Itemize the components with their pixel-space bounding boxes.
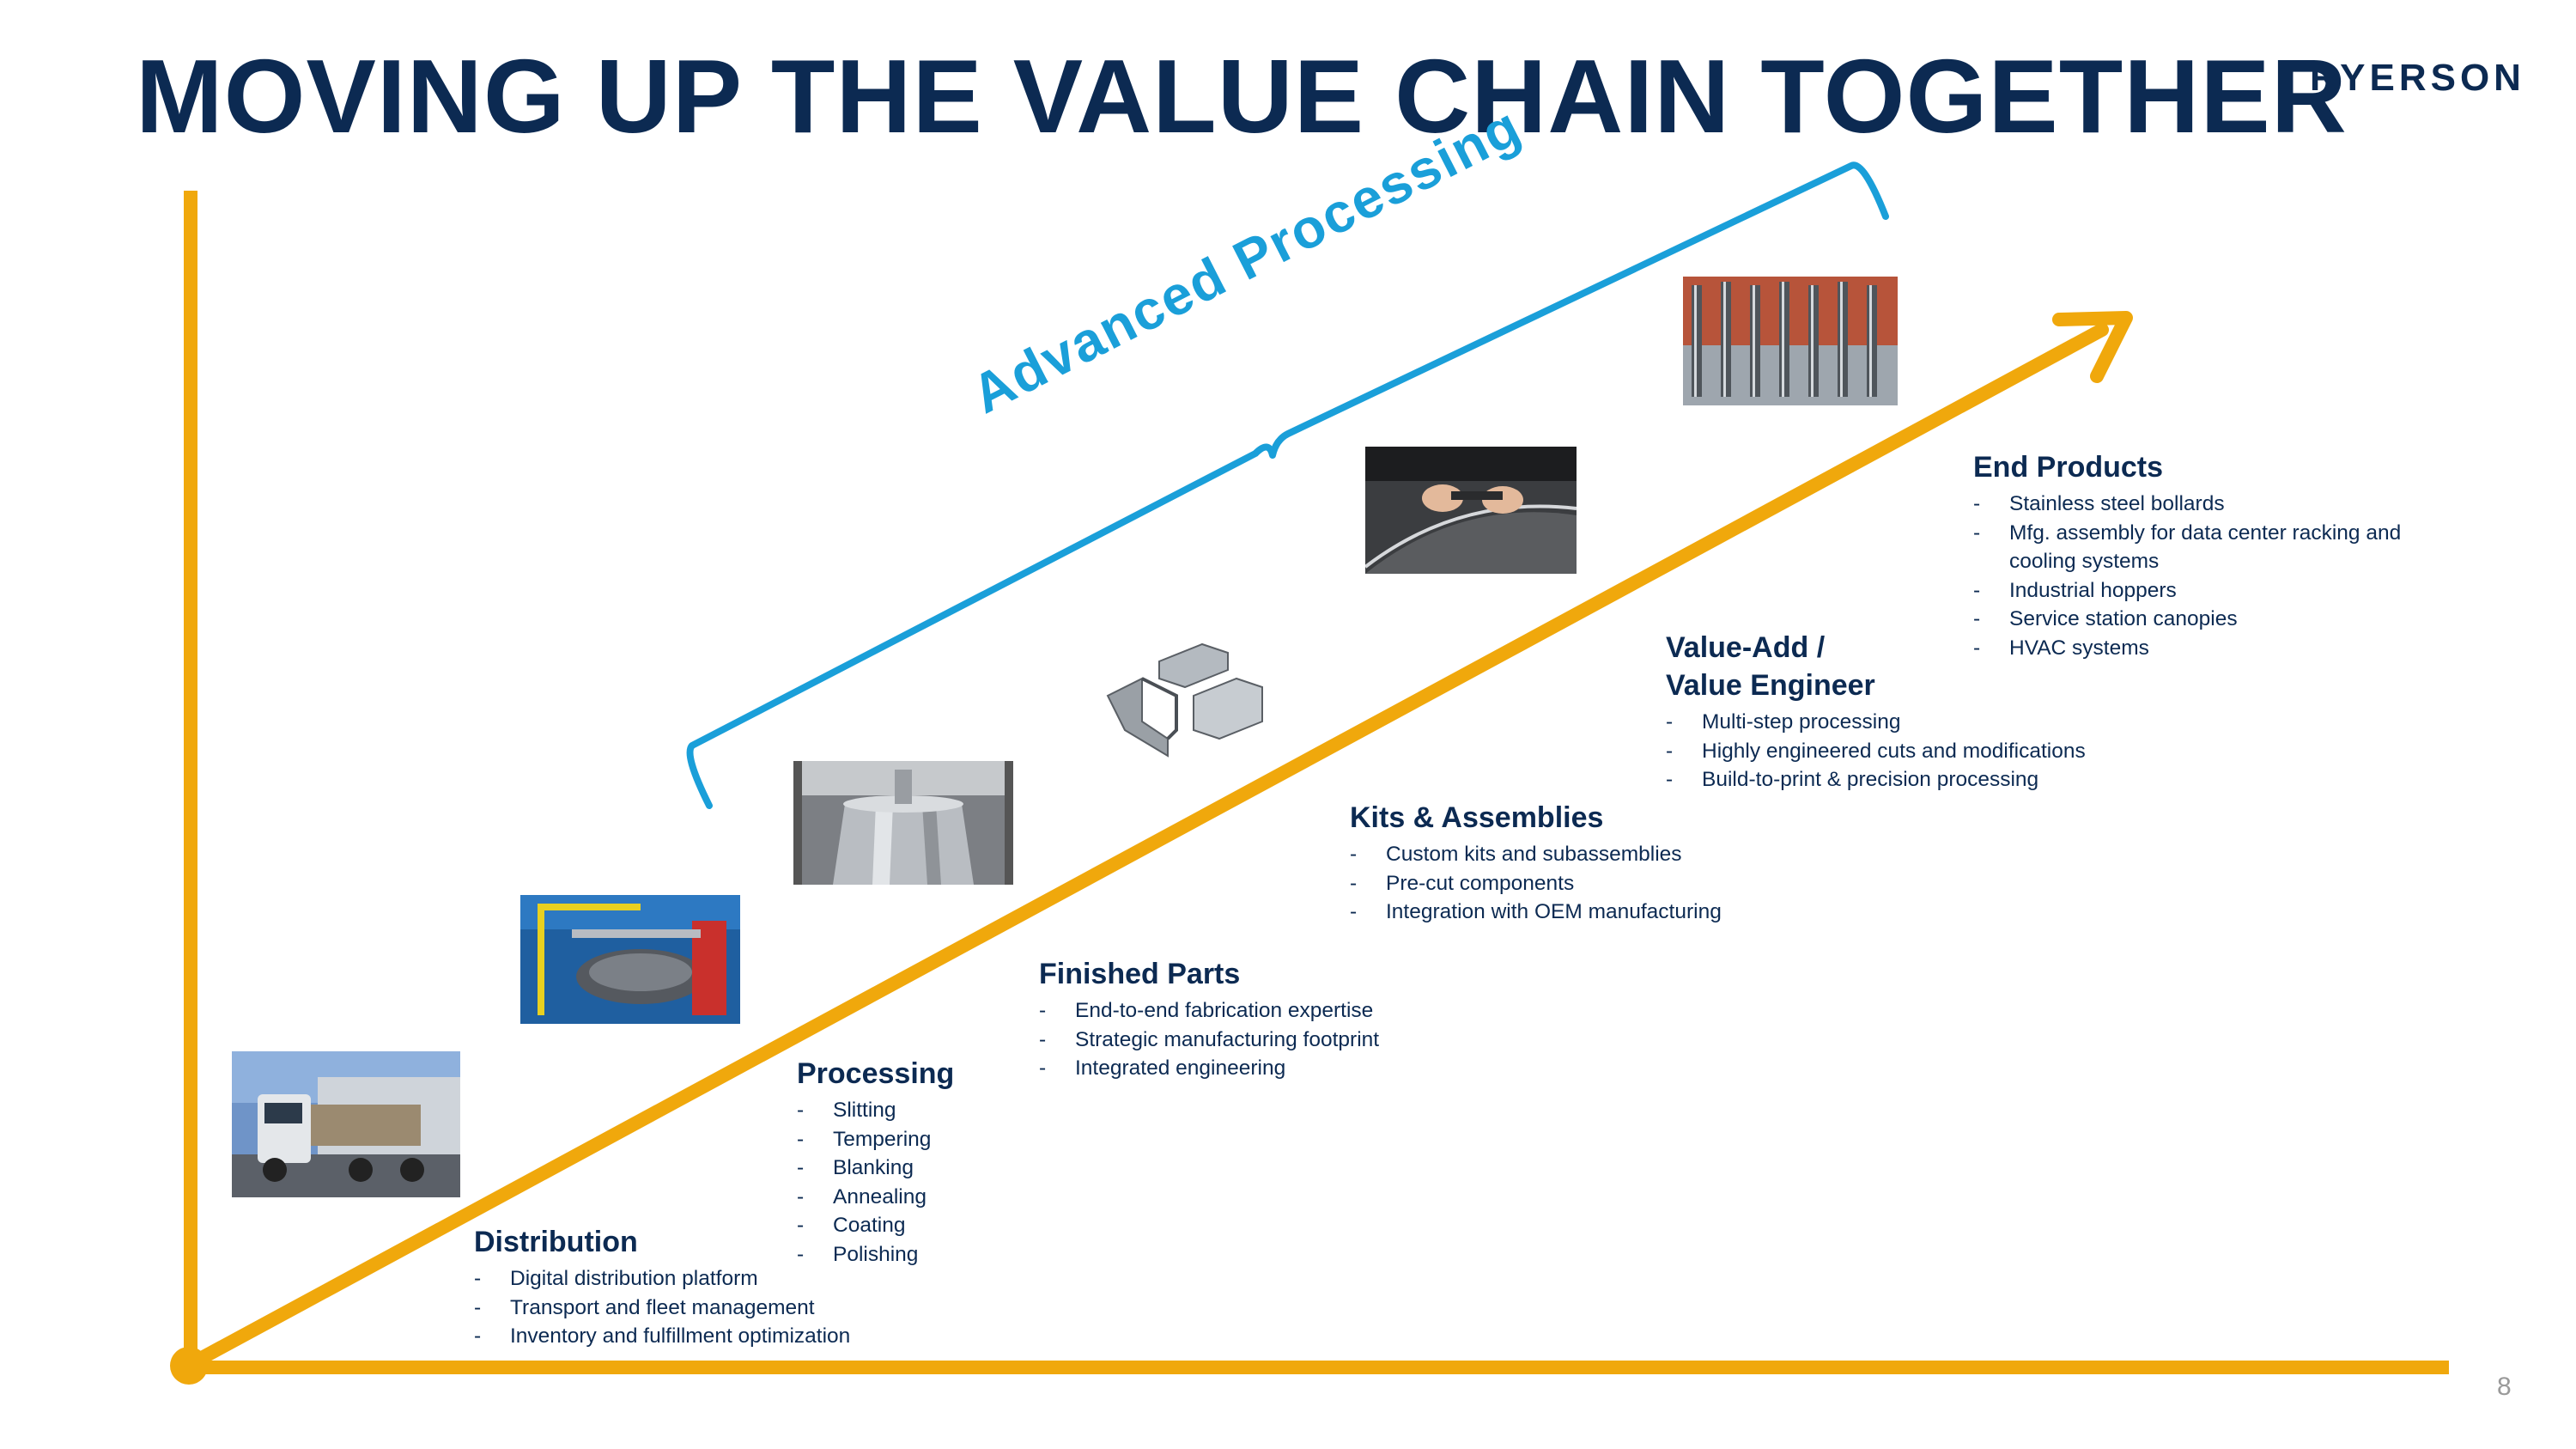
stage-bullet: Custom kits and subassemblies (1350, 840, 1728, 869)
stage-bullet: Service station canopies (1973, 605, 2403, 634)
stage-bullet: Stainless steel bollards (1973, 490, 2403, 519)
stage-end-products: End Products Stainless steel bollards Mf… (1973, 448, 2403, 662)
stage-bullet: Integration with OEM manufacturing (1350, 898, 1728, 927)
stage-bullet: Mfg. assembly for data center racking an… (1973, 519, 2403, 576)
slitting-line-photo (520, 895, 740, 1024)
stage-bullet: Tempering (797, 1125, 1054, 1154)
value-chain-arrowhead (2052, 311, 2133, 383)
stage-bullet-list: Slitting Tempering Blanking Annealing Co… (797, 1096, 1054, 1269)
stage-bullet: Multi-step processing (1666, 708, 2164, 737)
stage-bullet: Digital distribution platform (474, 1264, 955, 1294)
ryerson-logo: RYERSON (2310, 57, 2525, 99)
stage-bullet: Strategic manufacturing footprint (1039, 1026, 1485, 1055)
stage-value-add: Value-Add / Value Engineer Multi-step pr… (1666, 629, 2164, 795)
truck-photo (232, 1051, 460, 1197)
stage-bullet: Inventory and fulfillment optimization (474, 1322, 955, 1351)
stage-bullet-list: Digital distribution platform Transport … (474, 1264, 955, 1351)
stage-bullet: End-to-end fabrication expertise (1039, 996, 1485, 1026)
bent-brackets-photo (1091, 627, 1271, 764)
stage-title: End Products (1973, 451, 2164, 484)
stage-title: Distribution (474, 1226, 638, 1258)
stage-bullet: Coating (797, 1211, 1054, 1240)
advanced-processing-bracket (686, 161, 1889, 809)
stage-bullet: Highly engineered cuts and modifications (1666, 737, 2164, 766)
stage-bullet: Slitting (797, 1096, 1054, 1125)
stage-bullet: Annealing (797, 1183, 1054, 1212)
stage-bullet: Transport and fleet management (474, 1294, 955, 1323)
stage-bullet: Integrated engineering (1039, 1054, 1485, 1083)
stage-title: Finished Parts (1039, 958, 1241, 990)
stage-bullet: Polishing (797, 1240, 1054, 1269)
stage-bullet: Industrial hoppers (1973, 576, 2403, 606)
value-chain-arrow (184, 323, 2109, 1371)
stainless-tank-photo (793, 761, 1013, 885)
stage-distribution: Distribution Digital distribution platfo… (474, 1223, 955, 1351)
stage-bullet: Pre-cut components (1350, 869, 1728, 898)
stage-bullet-list: Multi-step processing Highly engineered … (1666, 708, 2164, 795)
stage-bullet: HVAC systems (1973, 634, 2403, 663)
stage-title: Processing (797, 1057, 955, 1090)
slide-title: MOVING UP THE VALUE CHAIN TOGETHER (136, 38, 2348, 155)
stage-bullet: Build-to-print & precision processing (1666, 765, 2164, 795)
stage-kits-assemblies: Kits & Assemblies Custom kits and subass… (1350, 799, 1728, 927)
hands-fabrication-photo (1365, 447, 1577, 574)
stage-title: Value-Add / Value Engineer (1666, 631, 1875, 702)
stage-title: Kits & Assemblies (1350, 801, 1604, 834)
bollards-photo (1683, 277, 1898, 405)
stage-finished-parts: Finished Parts End-to-end fabrication ex… (1039, 955, 1485, 1083)
page-number: 8 (2497, 1373, 2512, 1401)
stage-bullet: Blanking (797, 1154, 1054, 1183)
stage-bullet-list: End-to-end fabrication expertise Strateg… (1039, 996, 1485, 1083)
stage-bullet-list: Custom kits and subassemblies Pre-cut co… (1350, 840, 1728, 927)
stage-processing: Processing Slitting Tempering Blanking A… (797, 1055, 1054, 1269)
stage-bullet-list: Stainless steel bollards Mfg. assembly f… (1973, 490, 2403, 662)
